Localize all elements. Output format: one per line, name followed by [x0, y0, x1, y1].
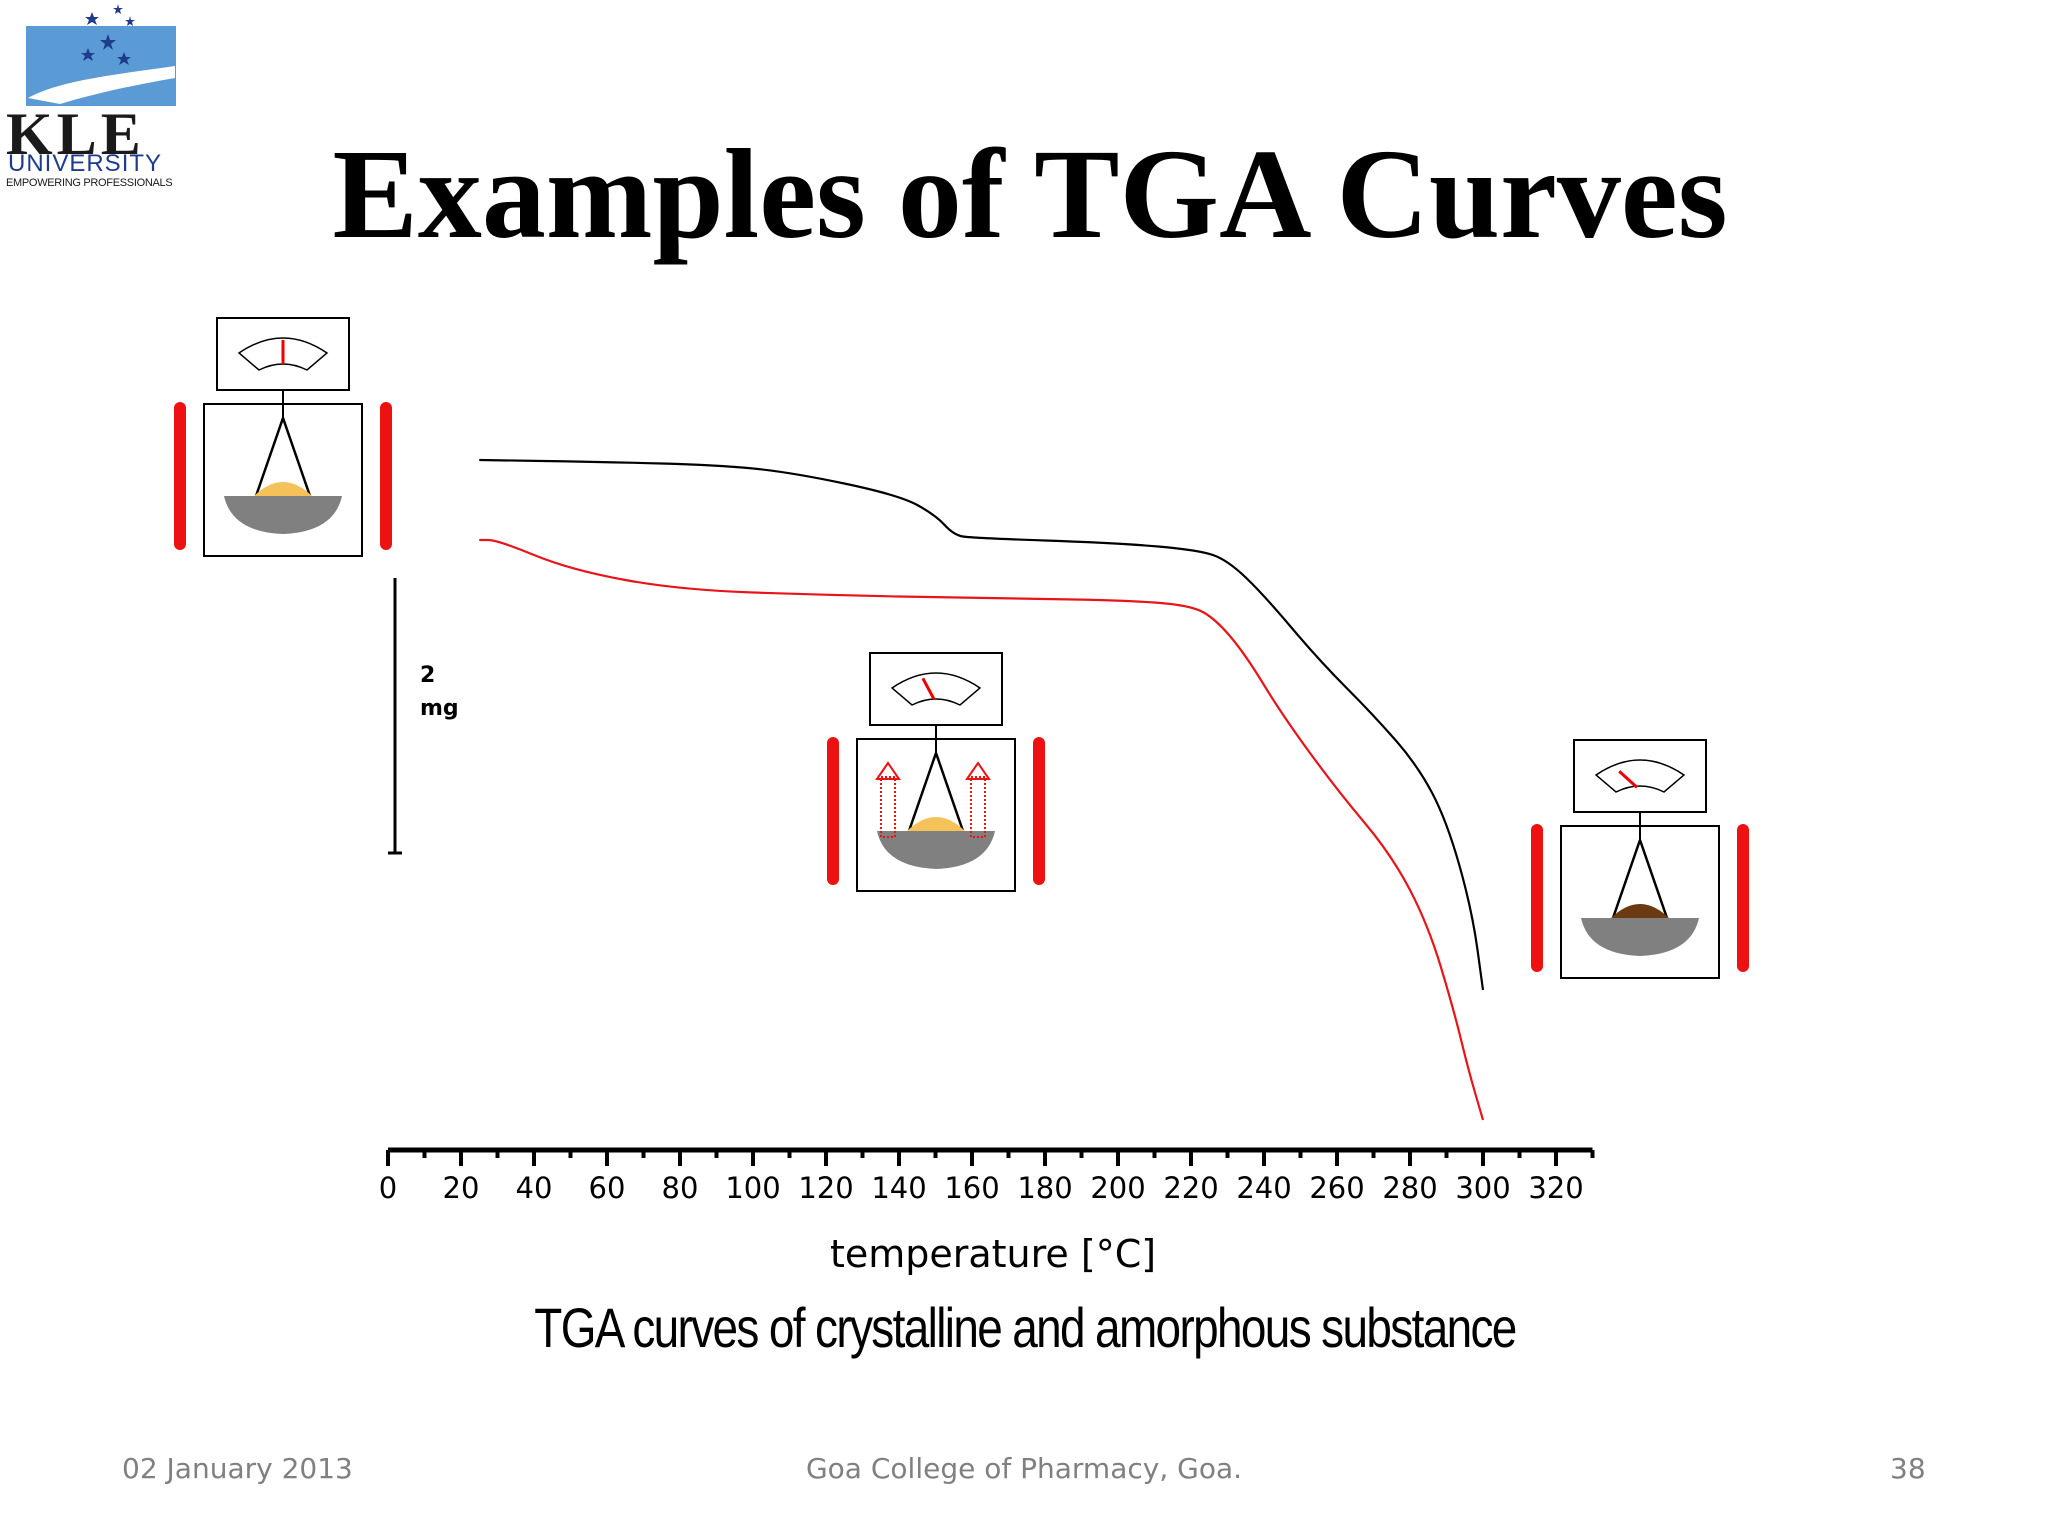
tga-curve-red — [479, 538, 1485, 1121]
sample — [254, 482, 312, 496]
sample-pan — [224, 496, 342, 534]
x-tick-label: 120 — [798, 1171, 853, 1205]
logo-stars — [81, 4, 135, 65]
x-tick-label: 60 — [589, 1171, 626, 1205]
logo-subtitle: UNIVERSITY — [8, 150, 163, 177]
logo-tagline: EMPOWERING PROFESSIONALS — [6, 177, 173, 189]
gauge-needle — [921, 677, 936, 701]
tga-curve-black — [479, 458, 1485, 991]
logo-wordmark: KLE — [6, 101, 145, 167]
x-tick-label: 280 — [1382, 1171, 1437, 1205]
gauge-needle — [1618, 770, 1639, 789]
heater-left — [174, 402, 186, 550]
balance-heating-illustration — [827, 652, 1045, 892]
balance-start-illustration — [174, 317, 392, 557]
x-tick-label: 240 — [1236, 1171, 1291, 1205]
x-tick-label: 140 — [871, 1171, 926, 1205]
pan-string-left — [1611, 839, 1642, 919]
sample-pan — [1581, 918, 1699, 956]
x-tick-label: 100 — [725, 1171, 780, 1205]
heater-right — [1737, 824, 1749, 972]
chart-caption: TGA curves of crystalline and amorphous … — [534, 1296, 1517, 1359]
pan-string-left — [254, 417, 285, 497]
x-axis-label: temperature [°C] — [830, 1232, 1156, 1276]
x-tick-label: 320 — [1528, 1171, 1583, 1205]
x-tick-label: 260 — [1309, 1171, 1364, 1205]
heater-right — [380, 402, 392, 550]
sample — [1611, 904, 1669, 918]
x-tick-label: 200 — [1090, 1171, 1145, 1205]
x-tick-label: 220 — [1163, 1171, 1218, 1205]
pan-string-right — [934, 752, 965, 832]
footer-institution: Goa College of Pharmacy, Goa. — [805, 1452, 1243, 1485]
pan-string-right — [1638, 839, 1669, 919]
x-tick-label: 0 — [379, 1171, 397, 1205]
balance-end-illustration — [1531, 739, 1749, 979]
x-tick-label: 80 — [662, 1171, 699, 1205]
heater-right — [1033, 737, 1045, 885]
heater-left — [827, 737, 839, 885]
x-tick-label: 40 — [516, 1171, 553, 1205]
pan-string-left — [907, 752, 938, 832]
curves-layer — [479, 458, 1485, 1121]
logo-emblem — [26, 4, 176, 106]
scale-bar-value: 2 — [420, 663, 435, 688]
heat-arrow — [875, 761, 901, 838]
pan-string-right — [281, 417, 312, 497]
slide-number: 38 — [1890, 1452, 1926, 1485]
heat-arrow — [965, 761, 991, 838]
gauge-dial — [1594, 759, 1686, 793]
slide-title: Examples of TGA Curves — [332, 123, 1728, 265]
sample — [907, 817, 965, 831]
gauge-dial — [890, 672, 982, 706]
scale-bar-unit: mg — [420, 696, 459, 721]
x-tick-label: 20 — [443, 1171, 480, 1205]
mass-scale-bar: 2 mg — [388, 578, 459, 855]
sample-pan — [877, 831, 995, 869]
x-axis: 0 20 40 60 80 100 120 140 160 180 200 220 240 260 280 3… — [379, 1147, 1595, 1205]
heater-left — [1531, 824, 1543, 972]
university-logo: KLE UNIVERSITY EMPOWERING PROFESSIONALS — [0, 0, 210, 200]
x-tick-label: 160 — [944, 1171, 999, 1205]
x-tick-label: 180 — [1017, 1171, 1072, 1205]
logo-hand — [28, 66, 175, 104]
x-tick-label: 300 — [1455, 1171, 1510, 1205]
footer-date: 02 January 2013 — [122, 1452, 353, 1485]
